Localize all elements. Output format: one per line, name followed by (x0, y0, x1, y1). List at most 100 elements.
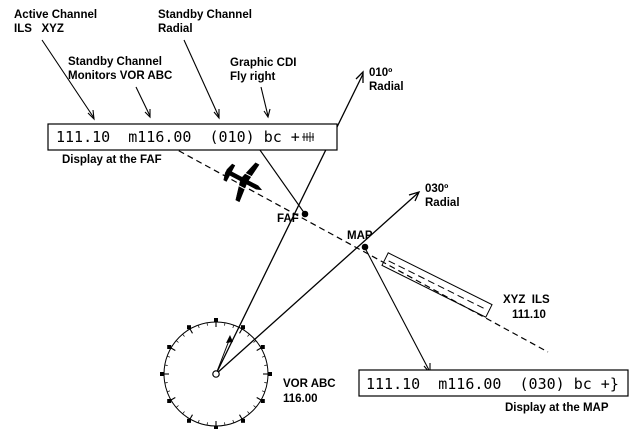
compass-tick (182, 411, 185, 415)
compass-tick (253, 405, 257, 408)
faf-point (301, 210, 309, 218)
radial-lines (215, 70, 421, 375)
display-map-caption: Display at the MAP (505, 402, 609, 414)
compass-tick (164, 382, 168, 384)
monitors-leader (135, 86, 151, 117)
standby-radial-label: Standby Channel (158, 9, 252, 21)
compass-marker (241, 418, 245, 423)
compass-tick (224, 422, 226, 426)
radial-030-label-2: Radial (425, 197, 460, 209)
compass-marker (241, 325, 245, 330)
compass-tick (224, 322, 226, 326)
compass-tick (206, 322, 208, 326)
vor-compass-ticks (160, 318, 272, 429)
compass-tick (256, 347, 262, 351)
compass-tick (175, 405, 179, 408)
compass-tick (247, 411, 250, 415)
faf-to-display-leader (254, 142, 306, 215)
compass-tick (175, 340, 179, 343)
standby-radial-label-2: Radial (158, 23, 193, 35)
leader-lines (41, 39, 271, 121)
vor-needle-arrowhead (226, 335, 233, 343)
radial-030-line (215, 192, 419, 375)
monitors-arrowhead (144, 109, 151, 119)
xyz-ils-freq-label: 111.10 (512, 309, 546, 321)
radial-030-label: 030º (425, 183, 448, 195)
faf-display-text: 111.10 m116.00 (010) bc + (56, 128, 300, 146)
cdi-arrowhead (263, 108, 271, 119)
graphic-cdi-label-2: Fly right (230, 71, 276, 83)
compass-marker (160, 372, 164, 376)
radial-030-arrowhead (408, 190, 421, 202)
compass-tick (247, 333, 250, 337)
compass-tick (170, 347, 176, 351)
localizer-outline (381, 252, 493, 318)
vor-station-icon (212, 370, 220, 378)
faf-label: FAF (277, 213, 299, 225)
compass-tick (232, 419, 235, 424)
airplane-icon (223, 162, 263, 203)
compass-tick (206, 422, 208, 426)
compass-tick (261, 355, 266, 358)
compass-marker (268, 372, 272, 376)
xyz-ils-label: XYZ ILS (503, 294, 550, 306)
cdi-graphic-icon (302, 132, 314, 142)
vor-abc-label: VOR ABC (283, 378, 336, 390)
radial-010-label-2: Radial (369, 81, 404, 93)
compass-tick (261, 390, 266, 393)
active-channel-arrowhead (87, 109, 95, 121)
compass-tick (253, 340, 257, 343)
standby-monitors-label: Standby Channel (68, 56, 162, 68)
compass-marker (260, 399, 265, 403)
display-faf-caption: Display at the FAF (62, 154, 162, 166)
vor-compass-rose (160, 318, 272, 429)
ils-course-line (169, 145, 549, 353)
compass-marker (214, 318, 218, 322)
compass-tick (164, 364, 168, 366)
map-to-display-leader (364, 247, 431, 373)
compass-tick (166, 355, 171, 358)
compass-tick (232, 324, 235, 329)
localizer-centerline (388, 260, 486, 310)
compass-tick (189, 414, 193, 420)
compass-marker (187, 418, 191, 423)
compass-tick (189, 328, 193, 334)
cdi-leader (260, 86, 269, 117)
compass-tick (264, 382, 268, 384)
compass-tick (239, 328, 243, 334)
vor-needle (215, 337, 231, 375)
compass-tick (197, 324, 200, 329)
display-leaders (254, 142, 431, 375)
ils-localizer-symbol (381, 252, 493, 318)
radial-010-label: 010º (369, 67, 392, 79)
map-display-box (358, 369, 629, 397)
standby-radial-leader (183, 39, 220, 118)
compass-marker (167, 399, 172, 403)
map-point (361, 243, 369, 251)
active-channel-label: Active Channel (14, 9, 97, 21)
radial-010-line (215, 73, 364, 375)
standby-radial-arrowhead (213, 109, 220, 120)
standby-monitors-label-2: Monitors VOR ABC (68, 70, 172, 82)
map-display-text: 111.10 m116.00 (030) bc +} (366, 375, 619, 393)
radial-010-arrowhead (355, 70, 364, 83)
compass-tick (256, 397, 262, 401)
compass-tick (197, 419, 200, 424)
compass-marker (214, 426, 218, 429)
compass-marker (260, 345, 265, 349)
map-label: MAP (347, 230, 373, 242)
compass-tick (170, 397, 176, 401)
compass-tick (182, 333, 185, 337)
compass-marker (167, 345, 172, 349)
compass-tick (239, 414, 243, 420)
vor-abc-freq-label: 116.00 (283, 393, 318, 405)
compass-tick (264, 364, 268, 366)
faf-display-box (47, 123, 338, 151)
graphic-cdi-label: Graphic CDI (230, 57, 296, 69)
compass-tick (166, 390, 171, 393)
compass-marker (187, 325, 191, 330)
active-channel-leader (41, 39, 95, 119)
active-channel-id-label: ILS XYZ (14, 23, 64, 35)
